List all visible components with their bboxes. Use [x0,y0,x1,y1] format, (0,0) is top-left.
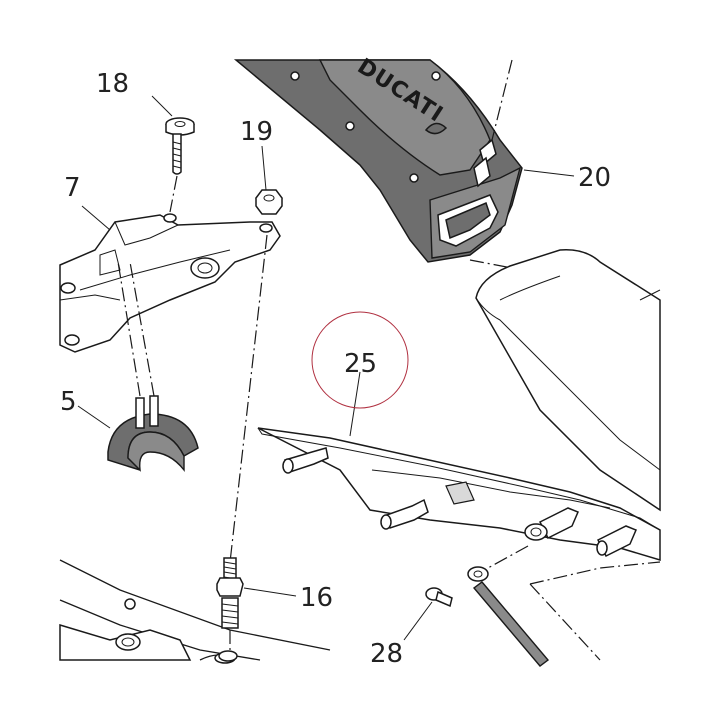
bracket-part-7 [59,213,281,353]
callout-20: 20 [578,163,611,193]
frame-outline-dashed [529,561,661,661]
seat-part [475,249,661,512]
stay-rod-part [467,545,550,667]
callout-28: 28 [370,639,403,669]
screw-part-28 [425,587,453,608]
callout-25: 25 [344,349,377,379]
leader-lines [77,95,575,641]
callout-18: 18 [96,69,129,99]
callout-16: 16 [300,583,333,613]
rubber-mount-part-5 [107,261,199,473]
nut-part-19 [227,189,283,581]
callout-25-highlight-circle [311,311,409,409]
connector-plug [473,59,513,188]
callout-5: 5 [60,387,77,417]
lower-frame-part [59,559,331,664]
stud-part-16 [216,557,244,662]
callout-19: 19 [240,117,273,147]
bolt-part-18 [165,117,195,213]
callout-7: 7 [64,173,81,203]
callout-numbers: 18 19 7 20 25 5 16 28 [60,69,611,669]
clip-set [282,447,637,558]
